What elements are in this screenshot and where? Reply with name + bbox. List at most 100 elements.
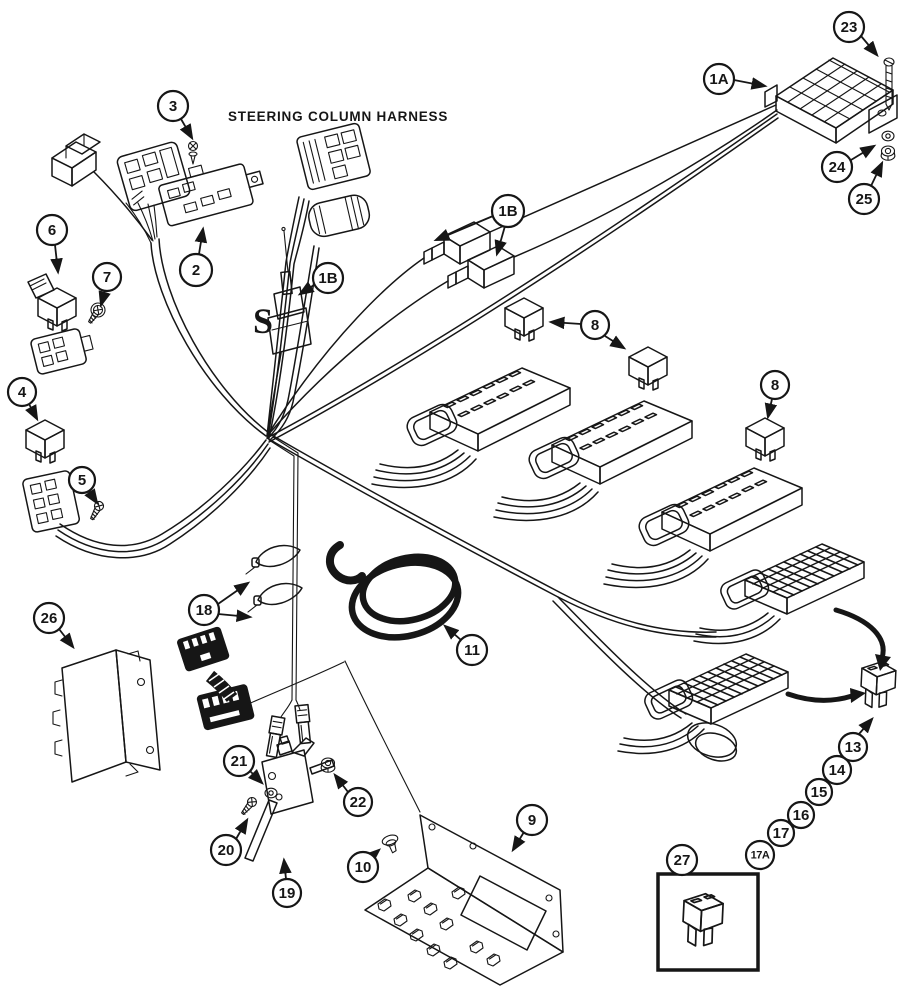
callout-label-23: 23 xyxy=(841,19,858,36)
callout-circle-26 xyxy=(32,601,66,635)
screw-item-23 xyxy=(883,57,895,111)
callout-14: 14 xyxy=(821,754,853,786)
callout-6: 6 xyxy=(35,213,69,275)
callout-13: 13 xyxy=(837,716,874,763)
callout-label-1b: 1B xyxy=(498,203,517,220)
black-connector-bundle xyxy=(205,670,238,702)
callout-1b: 1B xyxy=(297,261,345,296)
callout-layer: 3267451B1B1A2324258811182621222019109131… xyxy=(6,10,884,909)
relay-cube-3 xyxy=(745,417,785,462)
section-marker-s: S xyxy=(253,301,273,341)
callout-circle-25 xyxy=(847,182,881,216)
callout-label-14: 14 xyxy=(829,762,846,779)
module-item-26 xyxy=(52,649,161,783)
fuse-connector-block-2 xyxy=(617,653,789,755)
callout-label-8: 8 xyxy=(771,377,779,394)
callout-circle-16 xyxy=(786,800,816,830)
callout-24: 24 xyxy=(820,144,877,184)
callout-8: 8 xyxy=(548,309,627,350)
rivet-item-3 xyxy=(187,140,199,165)
inline-connector-1b-upper xyxy=(423,221,491,265)
connector-group-item-4 xyxy=(22,328,94,533)
switch-item-1b xyxy=(267,270,312,355)
callout-18: 18 xyxy=(187,581,253,627)
callout-circle-18 xyxy=(187,593,221,627)
callout-11: 11 xyxy=(442,624,489,667)
callout-label-25: 25 xyxy=(856,191,873,208)
callout-label-3: 3 xyxy=(169,98,177,115)
callout-circle-24 xyxy=(820,150,854,184)
cable-tie-lower xyxy=(247,582,303,613)
callout-label-17: 17 xyxy=(773,825,790,842)
column-connector-a xyxy=(296,122,371,191)
callout-1a: 1A xyxy=(702,62,768,96)
callout-circle-22 xyxy=(342,786,374,818)
blanking-plug-connector xyxy=(51,133,101,187)
callout-19: 19 xyxy=(271,857,303,909)
callout-label-16: 16 xyxy=(793,807,810,824)
callout-circle-10 xyxy=(346,850,380,884)
callout-16: 16 xyxy=(786,800,816,830)
callout-circle-11 xyxy=(455,633,489,667)
callout-circle-17 xyxy=(766,818,796,848)
callout-23: 23 xyxy=(832,10,879,58)
steering-connector-body xyxy=(116,141,191,212)
callout-label-20: 20 xyxy=(218,842,235,859)
callout-circle-14 xyxy=(821,754,853,786)
fuse-box-1a xyxy=(764,57,898,144)
callout-circle-2 xyxy=(178,252,214,288)
callout-27: 27 xyxy=(665,843,699,877)
callout-label-19: 19 xyxy=(279,885,296,902)
callout-circle-1b xyxy=(311,261,345,295)
callout-17a: 17A xyxy=(744,839,776,871)
screw-item-20 xyxy=(238,795,259,817)
callout-3: 3 xyxy=(156,89,194,141)
callout-7: 7 xyxy=(91,261,123,308)
callout-26: 26 xyxy=(32,601,75,650)
connector-item-2 xyxy=(158,163,264,227)
callout-label-26: 26 xyxy=(41,610,58,627)
callout-circle-17a xyxy=(744,839,776,871)
callout-circle-13 xyxy=(837,731,869,763)
nut-item-25 xyxy=(880,145,896,161)
callout-8: 8 xyxy=(759,369,791,420)
callout-circle-8 xyxy=(759,369,791,401)
mounting-bracket-item-9 xyxy=(364,814,564,986)
callout-circle-6 xyxy=(35,213,69,247)
callout-22: 22 xyxy=(333,772,374,818)
inline-connector-1b-lower xyxy=(447,245,515,289)
callout-circle-20 xyxy=(209,833,243,867)
fuse-direction-arrows xyxy=(785,607,891,703)
cable-tie-upper xyxy=(245,544,301,575)
callout-circle-5 xyxy=(67,465,97,495)
callout-label-18: 18 xyxy=(196,602,213,619)
callout-label-17a: 17A xyxy=(751,850,770,862)
callout-label-1b: 1B xyxy=(318,270,337,287)
callout-label-7: 7 xyxy=(103,269,111,286)
callout-circle-3 xyxy=(156,89,190,123)
callout-circle-15 xyxy=(804,777,834,807)
callout-circle-23 xyxy=(832,10,866,44)
callout-label-1a: 1A xyxy=(709,71,728,88)
fuse-connector-block-1 xyxy=(693,543,865,645)
screw-item-7 xyxy=(85,302,106,326)
diagram-title: STEERING COLUMN HARNESS xyxy=(228,109,448,124)
callout-20: 20 xyxy=(209,817,249,867)
callout-circle-8 xyxy=(579,309,611,341)
relay-item-6 xyxy=(27,273,77,332)
callout-label-15: 15 xyxy=(811,784,828,801)
relay-cube-2 xyxy=(628,346,668,391)
relay-cube-1 xyxy=(504,297,544,342)
callout-circle-19 xyxy=(271,877,303,909)
callout-17: 17 xyxy=(766,818,796,848)
callout-10: 10 xyxy=(346,848,382,884)
black-connector-upper xyxy=(177,626,230,672)
callout-label-10: 10 xyxy=(355,859,372,876)
callout-label-24: 24 xyxy=(829,159,846,176)
callout-25: 25 xyxy=(847,160,884,216)
column-connector-b xyxy=(308,194,371,238)
callout-label-4: 4 xyxy=(18,384,27,401)
harness-wiring-lines xyxy=(55,104,779,813)
